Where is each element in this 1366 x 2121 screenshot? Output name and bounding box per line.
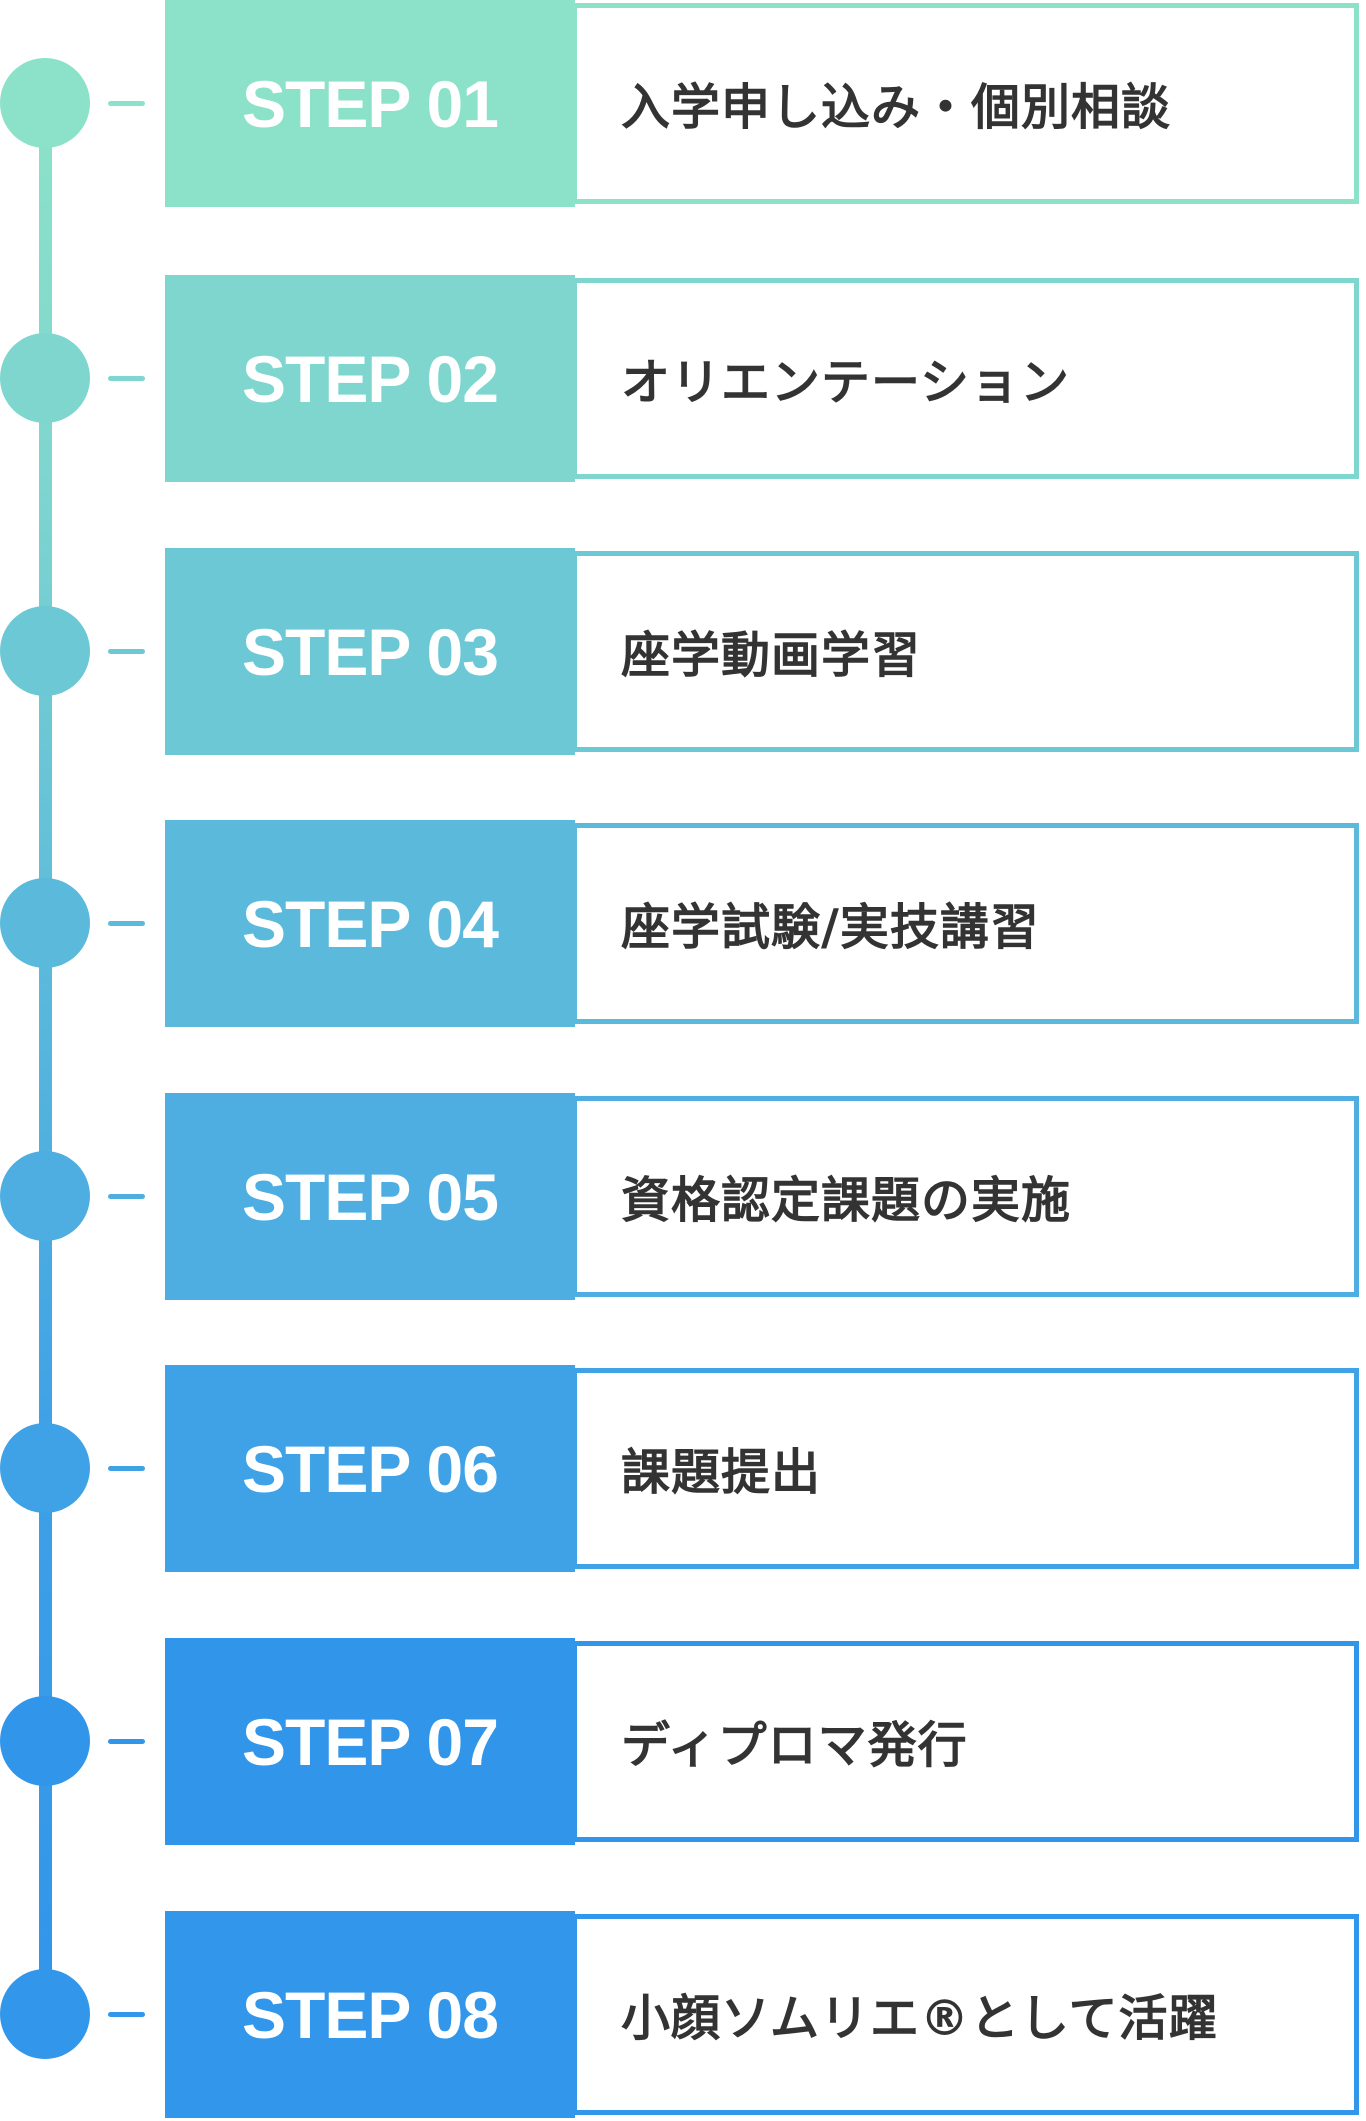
- step-box: 入学申し込み・個別相談: [572, 3, 1359, 204]
- step-item: STEP 08 小顔ソムリエ®として活躍: [0, 1911, 1366, 2118]
- step-item: STEP 01 入学申し込み・個別相談: [0, 0, 1366, 207]
- connector-dash: [108, 1739, 145, 1744]
- connector-dash: [108, 376, 145, 381]
- step-text: 座学試験/実技講習: [621, 899, 1040, 956]
- connector-dash: [108, 1194, 145, 1199]
- step-box: 資格認定課題の実施: [572, 1096, 1359, 1297]
- step-item: STEP 07 ディプロマ発行: [0, 1638, 1366, 1845]
- connector-dash: [108, 649, 145, 654]
- step-item: STEP 04 座学試験/実技講習: [0, 820, 1366, 1027]
- timeline-dot: [0, 333, 90, 423]
- step-box: 座学試験/実技講習: [572, 823, 1359, 1024]
- step-text: 資格認定課題の実施: [621, 1172, 1072, 1229]
- step-box: ディプロマ発行: [572, 1641, 1359, 1842]
- step-text: 座学動画学習: [621, 627, 922, 684]
- step-label: STEP 04: [165, 820, 575, 1027]
- step-label: STEP 03: [165, 548, 575, 755]
- timeline-dot: [0, 1969, 90, 2059]
- timeline-dot: [0, 1151, 90, 1241]
- step-item: STEP 06 課題提出: [0, 1365, 1366, 1572]
- step-label: STEP 06: [165, 1365, 575, 1572]
- timeline-dot: [0, 1423, 90, 1513]
- step-item: STEP 02 オリエンテーション: [0, 275, 1366, 482]
- step-label: STEP 08: [165, 1911, 575, 2118]
- step-item: STEP 03 座学動画学習: [0, 548, 1366, 755]
- step-text: ディプロマ発行: [621, 1717, 968, 1774]
- timeline-dot: [0, 606, 90, 696]
- timeline-line: [39, 103, 52, 2015]
- step-text: 小顔ソムリエ®として活躍: [621, 1990, 1219, 2047]
- step-text: 入学申し込み・個別相談: [621, 79, 1172, 136]
- connector-dash: [108, 101, 145, 106]
- step-box: 課題提出: [572, 1368, 1359, 1569]
- step-box: 小顔ソムリエ®として活躍: [572, 1914, 1359, 2115]
- connector-dash: [108, 921, 145, 926]
- step-label: STEP 01: [165, 0, 575, 207]
- step-text: 課題提出: [621, 1444, 822, 1501]
- step-text: オリエンテーション: [621, 354, 1071, 411]
- step-box: オリエンテーション: [572, 278, 1359, 479]
- timeline-dot: [0, 58, 90, 148]
- connector-dash: [108, 1466, 145, 1471]
- step-box: 座学動画学習: [572, 551, 1359, 752]
- timeline-dot: [0, 878, 90, 968]
- timeline-dot: [0, 1696, 90, 1786]
- connector-dash: [108, 2012, 145, 2017]
- step-label: STEP 02: [165, 275, 575, 482]
- step-label: STEP 07: [165, 1638, 575, 1845]
- step-label: STEP 05: [165, 1093, 575, 1300]
- step-item: STEP 05 資格認定課題の実施: [0, 1093, 1366, 1300]
